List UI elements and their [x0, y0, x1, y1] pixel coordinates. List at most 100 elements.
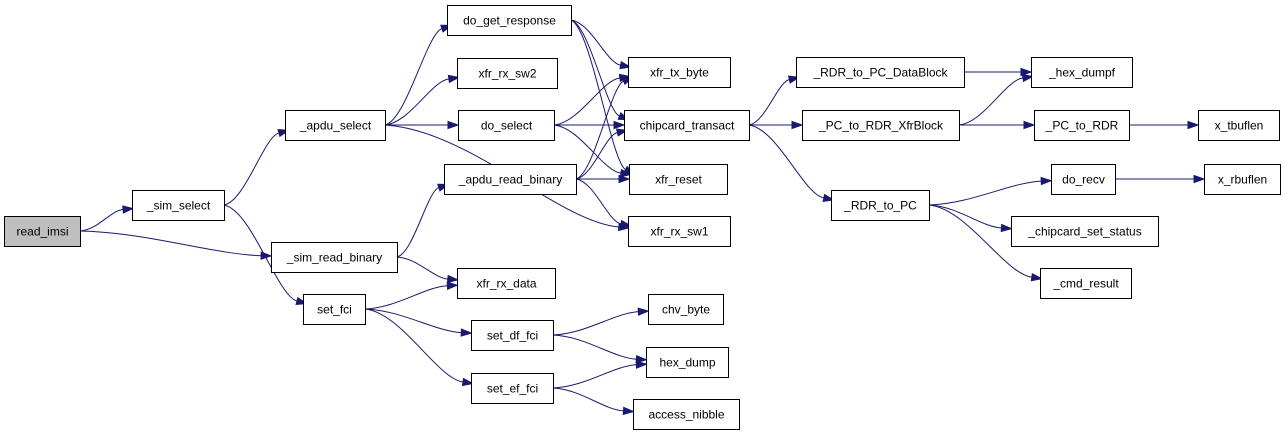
node-set-df-fci[interactable]: set_df_fci	[471, 320, 554, 351]
node-label: x_rbuflen	[1218, 173, 1267, 187]
node-box[interactable]	[646, 347, 729, 378]
node-sim-select[interactable]: _sim_select	[132, 190, 225, 221]
node-label: xfr_rx_data	[476, 277, 536, 291]
node-label: do_get_response	[463, 14, 556, 28]
node-box[interactable]	[648, 294, 724, 325]
edge-arrowhead	[1040, 176, 1053, 186]
node-label: set_fci	[317, 303, 352, 317]
node-box[interactable]	[1051, 164, 1116, 195]
node-pc-to-rdr-xfr-block[interactable]: _PC_to_RDR_XfrBlock	[802, 110, 960, 141]
node-box[interactable]	[1198, 110, 1280, 141]
node-box[interactable]	[447, 5, 572, 36]
node-label: set_ef_fci	[487, 382, 538, 396]
node-box[interactable]	[285, 110, 386, 141]
node-apdu-read-binary[interactable]: _apdu_read_binary	[444, 164, 577, 195]
node-do-recv[interactable]: do_recv	[1051, 164, 1116, 195]
edge-chipcard-transact-to-rdr-to-pc-data-block	[748, 78, 790, 126]
edge-apdu-read-binary-to-chipcard-transact	[575, 131, 618, 180]
node-set-fci[interactable]: set_fci	[303, 294, 366, 325]
node-box[interactable]	[458, 110, 555, 141]
node-box[interactable]	[471, 320, 554, 351]
node-x-rbuflen[interactable]: x_rbuflen	[1204, 164, 1281, 195]
node-rdr-to-pc-data-block[interactable]: _RDR_to_PC_DataBlock	[796, 57, 965, 88]
edge-arrowhead	[461, 377, 475, 387]
node-pc-to-rdr[interactable]: _PC_to_RDR	[1034, 110, 1130, 141]
edge-arrowhead	[122, 205, 135, 214]
node-xfr-rx-data[interactable]: xfr_rx_data	[457, 268, 556, 299]
edge-chipcard-transact-to-rdr-to-pc	[748, 124, 824, 199]
edge-arrowhead	[1193, 174, 1206, 184]
node-box[interactable]	[796, 57, 965, 88]
node-label: xfr_rx_sw1	[650, 225, 708, 239]
node-xfr-rx-sw1[interactable]: xfr_rx_sw1	[628, 216, 731, 247]
node-box[interactable]	[271, 242, 398, 273]
edge-sim-read-binary-to-xfr-rx-data	[396, 256, 448, 280]
edge-apdu-read-binary-to-xfr-rx-sw1	[575, 178, 622, 225]
node-box[interactable]	[471, 373, 554, 404]
edge-apdu-read-binary-to-xfr-tx-byte	[575, 80, 624, 180]
node-label: _PC_to_RDR	[1045, 119, 1119, 133]
edge-set-ef-fci-to-hex-dump	[552, 364, 637, 389]
node-box[interactable]	[628, 216, 731, 247]
node-chv-byte[interactable]: chv_byte	[648, 294, 724, 325]
node-hex-dump[interactable]: hex_dump	[646, 347, 729, 378]
node-box[interactable]	[1011, 216, 1159, 247]
node-chipcard-set-status[interactable]: _chipcard_set_status	[1011, 216, 1159, 247]
node-box[interactable]	[1034, 110, 1130, 141]
node-box[interactable]	[457, 58, 558, 89]
node-do-select[interactable]: do_select	[458, 110, 555, 141]
node-x-tbuflen[interactable]: x_tbuflen	[1198, 110, 1280, 141]
node-xfr-rx-sw2[interactable]: xfr_rx_sw2	[457, 58, 558, 89]
node-box[interactable]	[1040, 268, 1132, 299]
node-label: do_recv	[1062, 173, 1105, 187]
nodes-layer: read_imsi _sim_select _sim_read_binary set_…	[4, 5, 1281, 430]
edge-read-imsi-to-sim-read-binary	[79, 230, 262, 257]
node-xfr-tx-byte[interactable]: xfr_tx_byte	[628, 57, 731, 88]
node-label: _PC_to_RDR_XfrBlock	[818, 119, 944, 133]
node-label: _apdu_select	[299, 119, 372, 133]
node-read-imsi[interactable]: read_imsi	[4, 216, 81, 247]
node-rdr-to-pc[interactable]: _RDR_to_PC	[831, 190, 930, 221]
node-xfr-reset[interactable]: xfr_reset	[629, 164, 728, 195]
node-box[interactable]	[444, 164, 577, 195]
edge-do-select-to-xfr-tx-byte	[553, 77, 620, 126]
node-label: set_df_fci	[487, 329, 538, 343]
edge-rdr-to-pc-to-do-recv	[928, 180, 1042, 206]
node-box[interactable]	[457, 268, 556, 299]
edge-apdu-select-to-xfr-rx-sw2	[384, 78, 449, 126]
edge-arrowhead	[635, 360, 648, 369]
edge-arrowhead	[1187, 120, 1200, 130]
node-sim-read-binary[interactable]: _sim_read_binary	[271, 242, 398, 273]
node-set-ef-fci[interactable]: set_ef_fci	[471, 373, 554, 404]
node-label: xfr_reset	[655, 173, 702, 187]
node-label: hex_dump	[659, 356, 715, 370]
node-label: _RDR_to_PC	[843, 199, 917, 213]
edge-arrowhead	[618, 174, 631, 184]
edge-arrowhead	[1020, 67, 1033, 77]
node-label: _RDR_to_PC_DataBlock	[812, 66, 948, 80]
node-chipcard-transact[interactable]: chipcard_transact	[624, 110, 750, 141]
edge-arrowhead	[613, 120, 626, 130]
node-box[interactable]	[4, 216, 81, 247]
node-box[interactable]	[624, 110, 750, 141]
edge-do-select-to-xfr-reset	[553, 124, 621, 174]
node-access-nibble[interactable]: access_nibble	[633, 399, 740, 430]
edge-arrowhead	[637, 307, 650, 316]
node-box[interactable]	[1031, 57, 1133, 88]
edge-arrowhead	[447, 74, 461, 84]
node-box[interactable]	[629, 164, 728, 195]
node-apdu-select[interactable]: _apdu_select	[285, 110, 386, 141]
node-cmd-result[interactable]: _cmd_result	[1040, 268, 1132, 299]
edge-arrowhead	[619, 61, 632, 70]
node-box[interactable]	[633, 399, 740, 430]
node-box[interactable]	[802, 110, 960, 141]
node-box[interactable]	[303, 294, 366, 325]
node-box[interactable]	[1204, 164, 1281, 195]
edge-rdr-to-pc-to-chipcard-set-status	[928, 204, 1002, 229]
node-do-get-response[interactable]: do_get_response	[447, 5, 572, 36]
node-box[interactable]	[628, 57, 731, 88]
node-box[interactable]	[831, 190, 930, 221]
node-hex-dumpf[interactable]: _hex_dumpf	[1031, 57, 1133, 88]
node-box[interactable]	[132, 190, 225, 221]
